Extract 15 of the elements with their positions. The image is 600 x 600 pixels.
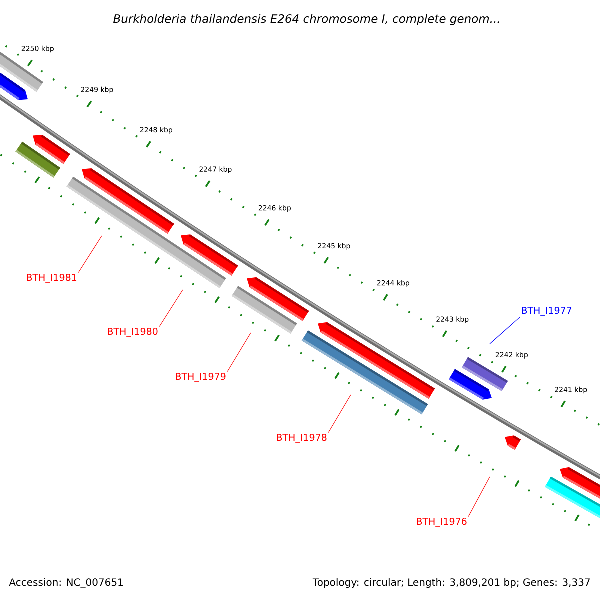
leader-line	[78, 236, 102, 274]
accession-text: Accession: NC_007651	[9, 578, 123, 588]
leader-line	[227, 332, 252, 372]
leader-line	[159, 290, 184, 328]
gene-label: BTH_I1977	[522, 306, 572, 316]
leader-line	[328, 394, 352, 434]
title: Burkholderia thailandensis E264 chromosome I, complete genom...	[114, 14, 500, 26]
gene-label: BTH_I1976	[417, 518, 467, 528]
genome-info-text: Topology: circular; Length: 3,809,201 bp; Genes: 3,337	[312, 578, 590, 588]
gene-label: BTH_I1980	[108, 328, 158, 338]
gene-label: BTH_I1978	[277, 434, 327, 444]
gene-label: BTH_I1981	[27, 274, 77, 284]
leader-line	[490, 317, 520, 344]
leader-line	[468, 476, 490, 518]
gene-label: BTH_I1979	[176, 372, 226, 382]
